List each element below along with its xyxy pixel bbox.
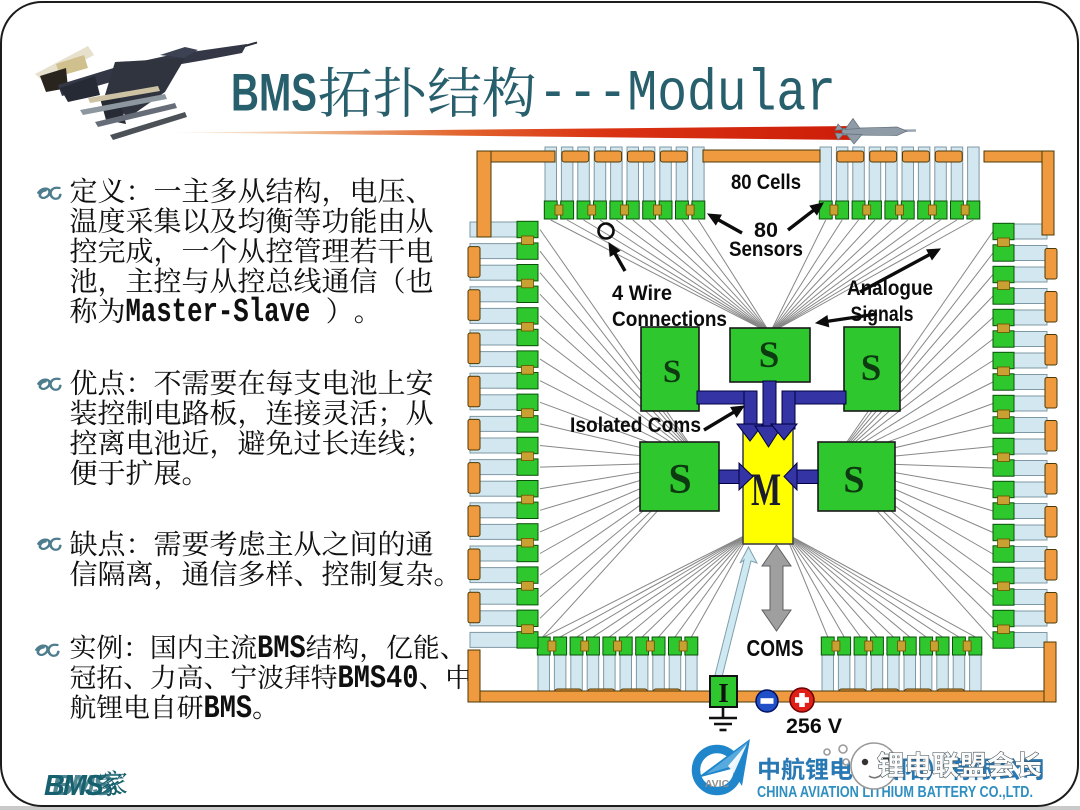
svg-text:CHINA AVIATION LITHIUM BATTERY: CHINA AVIATION LITHIUM BATTERY CO.,LTD.	[757, 784, 1033, 801]
svg-text:BMS: BMS	[44, 770, 105, 802]
svg-text:S: S	[843, 459, 864, 501]
svg-text:80 Cells: 80 Cells	[731, 170, 801, 194]
svg-text:256 V: 256 V	[786, 714, 843, 738]
svg-text:Analogue: Analogue	[847, 276, 933, 300]
svg-text:S: S	[759, 335, 780, 376]
svg-text:BMS: BMS	[231, 64, 317, 123]
svg-text:S: S	[861, 348, 882, 389]
svg-text:S: S	[668, 457, 691, 503]
svg-text:Connections: Connections	[612, 307, 727, 331]
svg-text:M: M	[751, 464, 781, 516]
svg-text:I: I	[718, 678, 729, 708]
svg-text:BMS: BMS	[52, 770, 113, 802]
svg-text:---Modular: ---Modular	[538, 63, 836, 128]
svg-text:4 Wire: 4 Wire	[612, 281, 672, 305]
svg-text:AVIC: AVIC	[705, 778, 730, 790]
svg-text:80: 80	[754, 218, 778, 242]
svg-text:Isolated Coms: Isolated Coms	[570, 413, 701, 437]
svg-text:Signals: Signals	[851, 302, 914, 326]
svg-text:S: S	[663, 354, 681, 390]
svg-text:Sensors: Sensors	[729, 237, 803, 261]
svg-text:COMS: COMS	[747, 635, 804, 661]
